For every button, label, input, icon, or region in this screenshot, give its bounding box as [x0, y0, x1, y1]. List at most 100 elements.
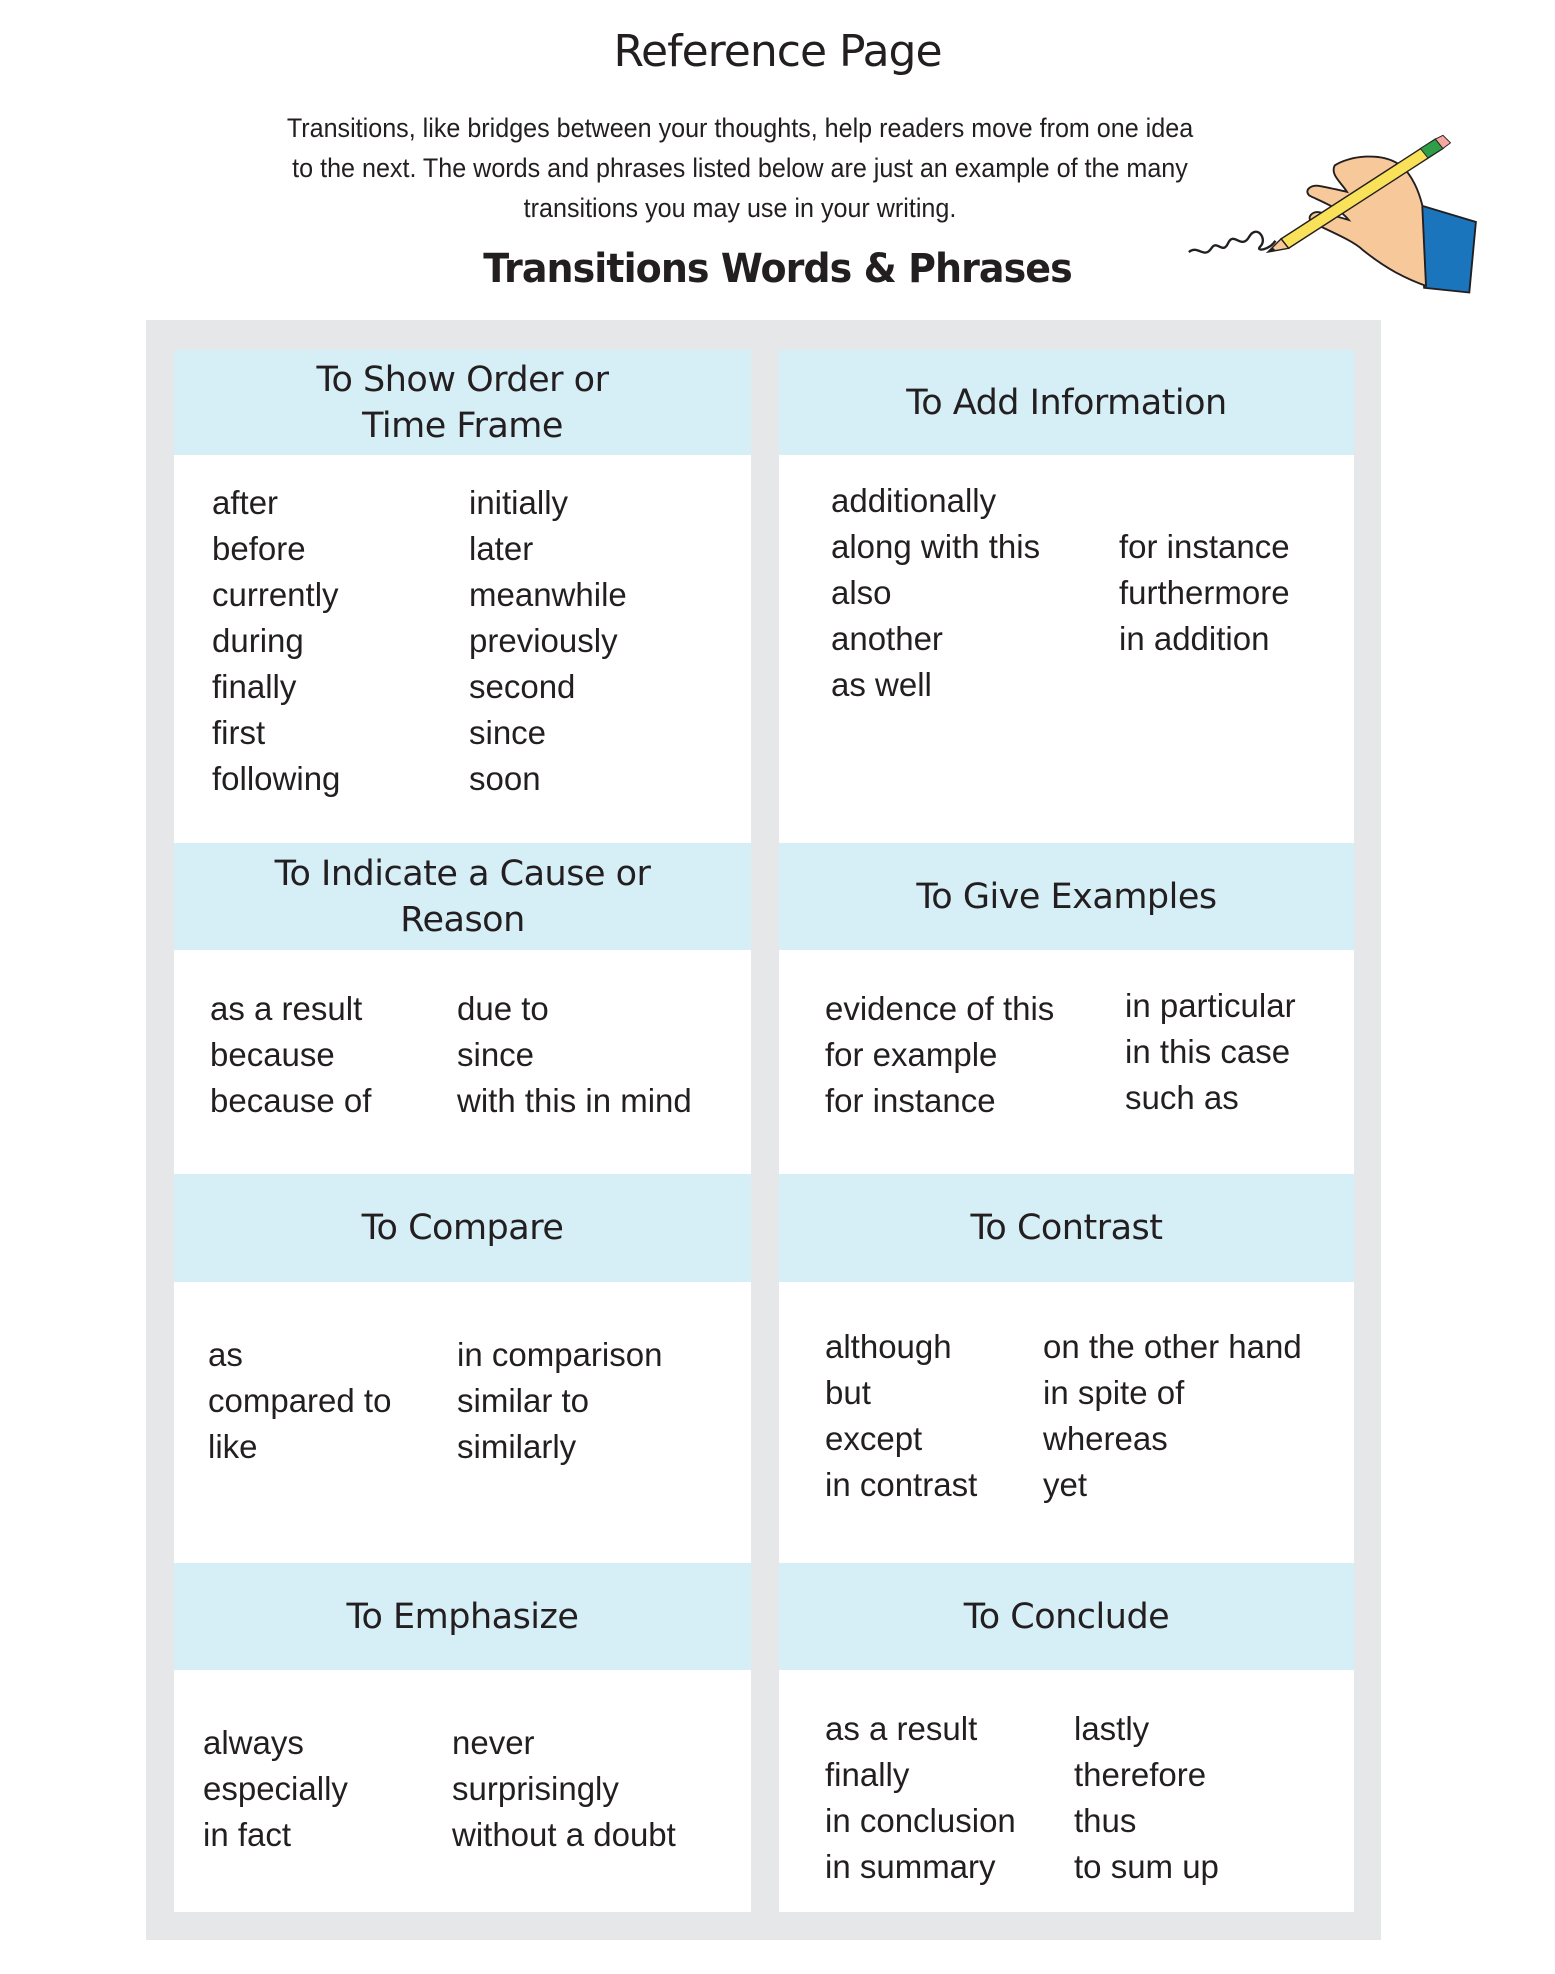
transition-word: in fact [203, 1816, 292, 1853]
transitions-table: To Show Order or Time Frame after before… [146, 320, 1381, 1940]
transition-word: compared to [208, 1382, 392, 1419]
section-contrast: To Contrast although but except in contr… [779, 1174, 1354, 1563]
transition-word: another [831, 620, 943, 657]
transition-word: currently [212, 576, 339, 613]
transition-word: as a result [825, 1710, 978, 1747]
word-column: initially later meanwhile previously sec… [469, 480, 627, 802]
transition-word: in summary [825, 1848, 996, 1885]
transition-word: for instance [1119, 528, 1290, 565]
transition-word: during [212, 622, 304, 659]
section-heading: To Add Information [779, 350, 1354, 455]
section-give-examples: To Give Examples evidence of this for ex… [779, 843, 1354, 1174]
section-conclude: To Conclude as a result finally in concl… [779, 1563, 1354, 1912]
transition-word: along with this [831, 528, 1041, 565]
word-column: in particular in this case such as [1125, 983, 1296, 1121]
intro-line: Transitions, like bridges between your t… [286, 113, 1194, 143]
transition-word: because of [210, 1082, 372, 1119]
transition-word: especially [203, 1770, 348, 1807]
word-column: on the other hand in spite of whereas ye… [1043, 1324, 1302, 1508]
word-column: as a result because because of [210, 986, 371, 1124]
transition-word: similarly [457, 1428, 577, 1465]
transition-word: without a doubt [452, 1816, 676, 1853]
transition-word: always [203, 1724, 304, 1761]
word-column: additionally along with this also anothe… [831, 478, 1040, 708]
transition-word: to sum up [1074, 1848, 1219, 1885]
section-heading: To Give Examples [779, 843, 1354, 950]
section-subtitle: Transitions Words & Phrases [483, 246, 1072, 292]
transition-word: although [825, 1328, 952, 1365]
transition-word: later [469, 530, 534, 567]
transition-word: second [469, 668, 576, 705]
transition-word: since [469, 714, 547, 751]
section-heading: To Show Order or Time Frame [174, 350, 751, 455]
section-heading: To Compare [174, 1174, 751, 1282]
transition-word: as [208, 1336, 243, 1373]
transition-word: in addition [1119, 620, 1270, 657]
word-column: never surprisingly without a doubt [452, 1720, 676, 1858]
transition-word: but [825, 1374, 871, 1411]
transition-word: previously [469, 622, 618, 659]
transition-word: since [457, 1036, 535, 1073]
transition-word: thus [1074, 1802, 1137, 1839]
transition-word: due to [457, 990, 549, 1027]
intro-line: transitions you may use in your writing. [523, 193, 957, 223]
transition-word: as a result [210, 990, 363, 1027]
word-column: due to since with this in mind [457, 986, 692, 1124]
transition-word: furthermore [1119, 574, 1290, 611]
word-column: always especially in fact [203, 1720, 348, 1858]
transition-word: finally [212, 668, 297, 705]
transition-word: meanwhile [469, 576, 627, 613]
section-heading: To Contrast [779, 1174, 1354, 1282]
transition-word: therefore [1074, 1756, 1207, 1793]
word-column: as compared to like [208, 1332, 391, 1470]
transition-word: on the other hand [1043, 1328, 1302, 1365]
transition-word [1119, 478, 1290, 524]
section-heading: To Conclude [779, 1563, 1354, 1670]
transition-word: yet [1043, 1466, 1088, 1503]
transition-word: additionally [831, 482, 997, 519]
word-column: after before currently during finally fi… [212, 480, 340, 802]
transition-word: in contrast [825, 1466, 978, 1503]
page-title: Reference Page [613, 26, 942, 77]
transition-word: initially [469, 484, 569, 521]
transition-word: in particular [1125, 987, 1296, 1024]
word-column: for instance furthermore in addition [1119, 478, 1290, 662]
transition-word: in this case [1125, 1033, 1291, 1070]
transition-word: in comparison [457, 1336, 663, 1373]
intro-line: to the next. The words and phrases liste… [292, 153, 1188, 183]
section-emphasize: To Emphasize always especially in fact n… [174, 1563, 751, 1912]
transition-word: also [831, 574, 892, 611]
word-column: evidence of this for example for instanc… [825, 986, 1054, 1124]
transition-word: because [210, 1036, 335, 1073]
transition-word: in conclusion [825, 1802, 1016, 1839]
transition-word: after [212, 484, 279, 521]
transition-word: whereas [1043, 1420, 1168, 1457]
section-heading: To Emphasize [174, 1563, 751, 1670]
transition-word: similar to [457, 1382, 590, 1419]
section-add-information: To Add Information additionally along wi… [779, 350, 1354, 843]
transition-word: following [212, 760, 341, 797]
section-cause-reason: To Indicate a Cause or Reason as a resul… [174, 843, 751, 1174]
word-column: although but except in contrast [825, 1324, 977, 1508]
section-heading: To Indicate a Cause or Reason [174, 843, 751, 950]
section-order-time: To Show Order or Time Frame after before… [174, 350, 751, 843]
transition-word: surprisingly [452, 1770, 619, 1807]
transition-word: finally [825, 1756, 910, 1793]
transition-word: first [212, 714, 266, 751]
transition-word: in spite of [1043, 1374, 1185, 1411]
transition-word: such as [1125, 1079, 1239, 1116]
word-column: in comparison similar to similarly [457, 1332, 662, 1470]
transition-word: for example [825, 1036, 998, 1073]
transition-word: except [825, 1420, 923, 1457]
transition-word: like [208, 1428, 258, 1465]
transition-word: with this in mind [457, 1082, 692, 1119]
transition-word: evidence of this [825, 990, 1055, 1027]
intro-paragraph: Transitions, like bridges between your t… [201, 108, 1280, 228]
word-column: lastly therefore thus to sum up [1074, 1706, 1219, 1890]
transition-word: soon [469, 760, 541, 797]
word-column: as a result finally in conclusion in sum… [825, 1706, 1016, 1890]
transition-word: before [212, 530, 306, 567]
transition-word: never [452, 1724, 535, 1761]
section-compare: To Compare as compared to like in compar… [174, 1174, 751, 1563]
transition-word: for instance [825, 1082, 996, 1119]
